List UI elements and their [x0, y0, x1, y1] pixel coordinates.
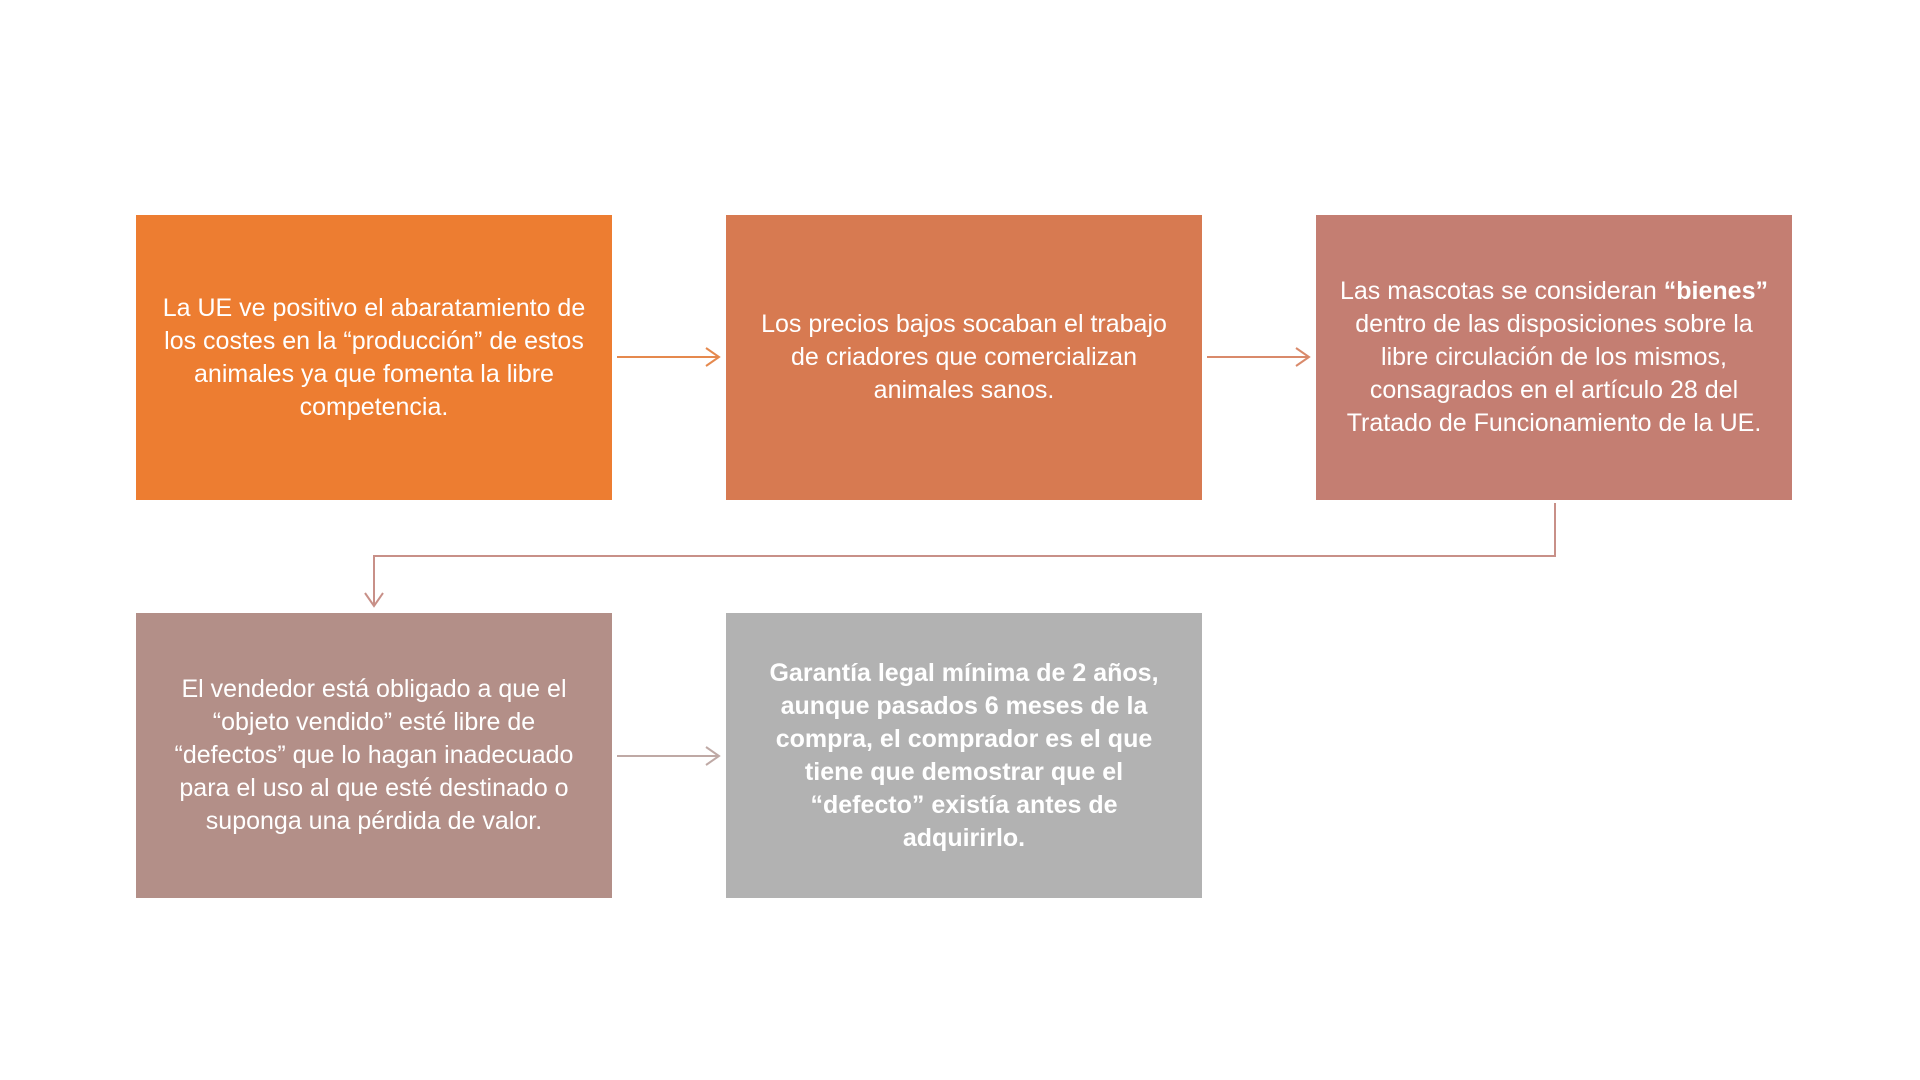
step-text: Las mascotas se consideran “bienes” dent…	[1338, 275, 1770, 440]
arrow-box3-to-box4	[364, 503, 1556, 608]
step-box-eu-cost-reduction: La UE ve positivo el abaratamiento de lo…	[136, 215, 612, 500]
step-text: La UE ve positivo el abaratamiento de lo…	[162, 293, 586, 421]
step-box-low-prices: Los precios bajos socaban el trabajo de …	[726, 215, 1202, 500]
step-text: Garantía legal mínima de 2 años, aunque …	[769, 658, 1159, 852]
step-text-part: dentro de las disposiciones sobre la lib…	[1346, 310, 1762, 437]
step-text-part: Las mascotas se consideran	[1340, 277, 1664, 305]
step-box-pets-as-goods: Las mascotas se consideran “bienes” dent…	[1316, 215, 1792, 500]
step-text-bold: “bienes”	[1663, 277, 1768, 305]
step-box-seller-obligation: El vendedor está obligado a que el “obje…	[136, 613, 612, 898]
step-text: Los precios bajos socaban el trabajo de …	[761, 310, 1167, 404]
step-text: El vendedor está obligado a que el “obje…	[174, 675, 574, 835]
step-box-legal-guarantee: Garantía legal mínima de 2 años, aunque …	[726, 613, 1202, 898]
arrow-box4-to-box5	[617, 746, 721, 766]
arrow-box1-to-box2	[617, 347, 721, 367]
arrow-box2-to-box3	[1207, 347, 1311, 367]
